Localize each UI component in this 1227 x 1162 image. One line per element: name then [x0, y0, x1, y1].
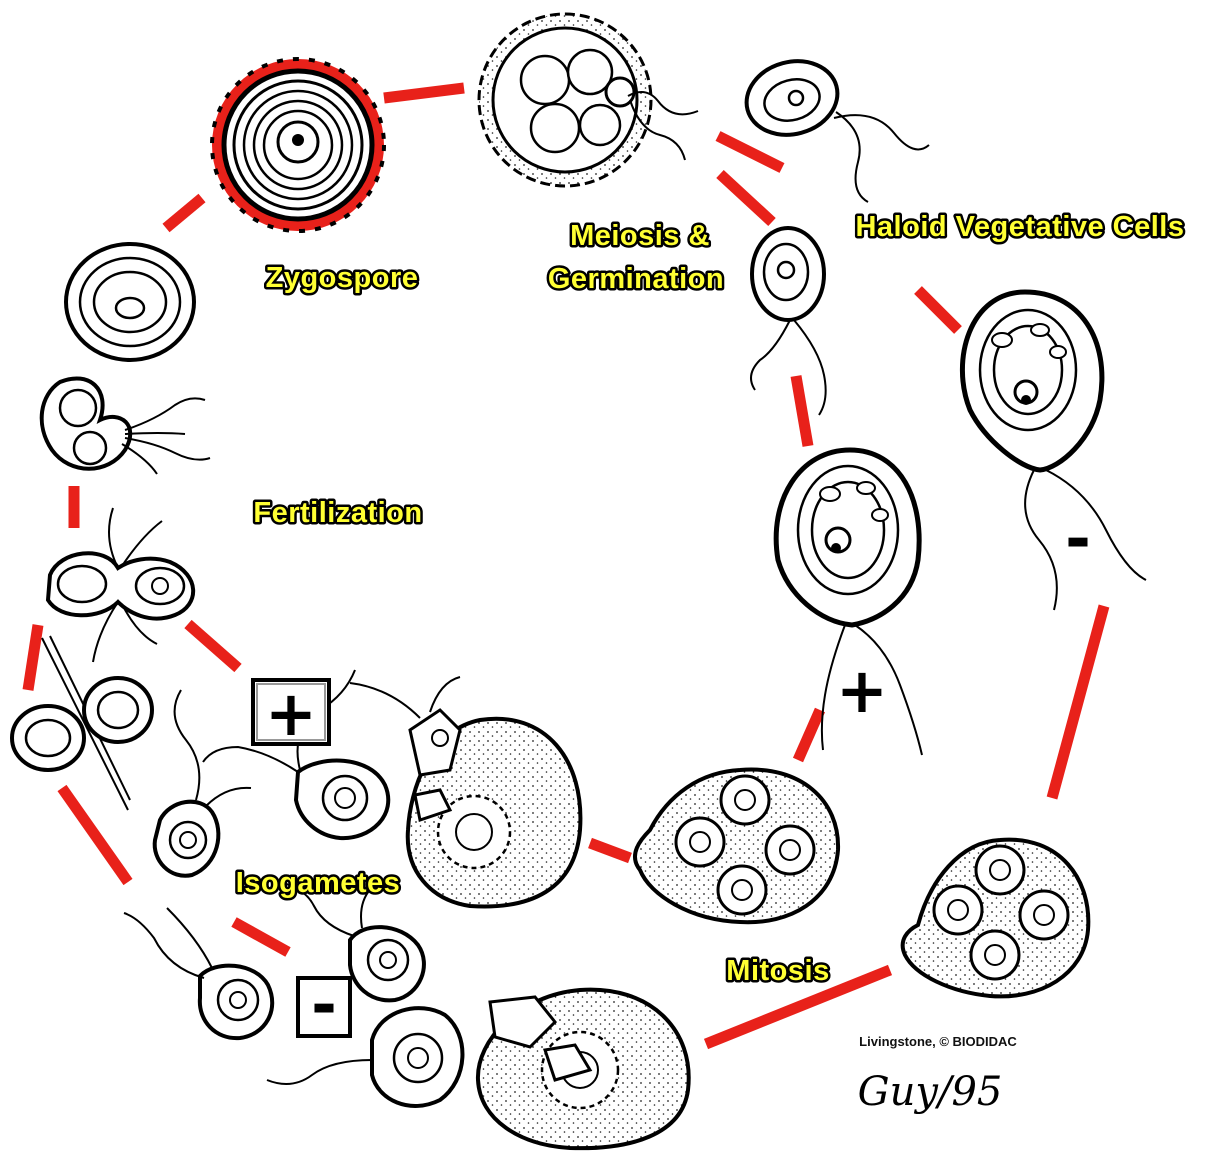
label-zygospore: Zygospore [266, 262, 419, 294]
minus-isogamete-left [123, 907, 275, 1041]
connector-haploid-plus-large [790, 375, 814, 447]
haploid-cell-plus-large [773, 447, 923, 756]
gamete-release-plus [349, 676, 583, 909]
connector-mitosis-plus-gametes [588, 837, 632, 864]
connector-haploid-minus-large [914, 286, 962, 334]
mitosis-sporangium-plus [633, 767, 841, 925]
connector-meiosis-haploid-plus [716, 169, 776, 227]
connector-zygospore-meiosis [383, 82, 465, 104]
minus-isogamete-mid [273, 880, 426, 1003]
label-meiosis: Meiosis & [570, 220, 710, 252]
minus-sign-boxed-text: - [311, 968, 337, 1041]
connector-minus-cell-mitosis [1046, 604, 1110, 800]
minus-isogamete-large [266, 1006, 465, 1108]
connector-left-upper [22, 624, 44, 691]
label-haploid-cells: Haloid Vegetative Cells [855, 211, 1184, 243]
haploid-cell-small-top [744, 59, 930, 203]
connector-meiosis-haploid-minus [715, 131, 785, 173]
haploid-cell-minus-large [960, 289, 1147, 611]
mitosis-sporangium-minus [900, 837, 1091, 999]
germinating-zygospore [477, 12, 699, 188]
connector-plus-cell-mitosis [792, 707, 826, 763]
gamete-release-minus [475, 987, 691, 1151]
minus-sign-cell: - [1065, 502, 1091, 575]
credit-text: Livingstone, © BIODIDAC [859, 1034, 1017, 1049]
quadriflagellate-zygote [39, 376, 211, 475]
connector-pair-fusing [184, 619, 242, 673]
fusing-gamete-pair [45, 507, 196, 663]
haploid-cell-small-mid [750, 226, 827, 416]
plus-isogamete [202, 669, 391, 841]
plus-sign-boxed-text: + [265, 677, 317, 750]
connector-zygospore-young [162, 193, 206, 233]
pairing-gametes [10, 635, 154, 811]
plus-sign-boxed: + [251, 677, 331, 750]
label-isogametes: Isogametes [236, 867, 401, 899]
plus-sign-cell: + [836, 654, 888, 727]
young-zygote [64, 242, 196, 362]
minus-sign-boxed: - [296, 968, 352, 1041]
zygospore-cell [210, 57, 386, 233]
connector-left-lower [57, 784, 133, 886]
label-mitosis: Mitosis [726, 955, 829, 987]
label-germination: Germination [548, 263, 724, 295]
plus-isogamete-small [152, 689, 252, 878]
cycle-connectors [22, 82, 1110, 1050]
connector-gamete-join [231, 917, 291, 957]
signature: Guy/95 [858, 1069, 1003, 1115]
label-fertilization: Fertilization [253, 497, 422, 529]
connector-mitosis-minus-gametes [703, 964, 893, 1050]
